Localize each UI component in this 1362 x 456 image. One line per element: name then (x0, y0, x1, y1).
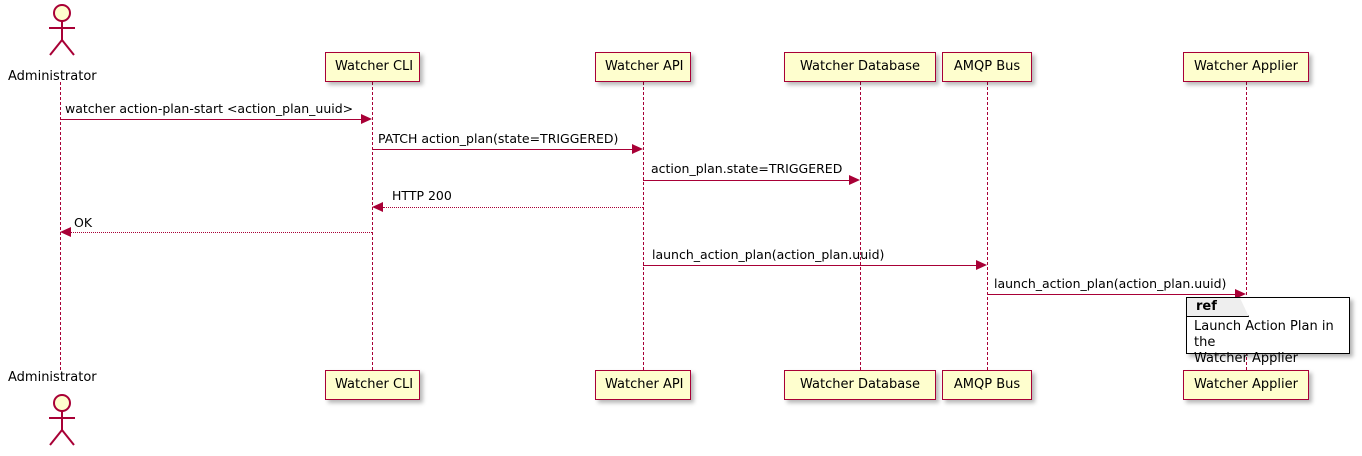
message-arrowhead-ok (60, 227, 71, 237)
participant-amqp-bus-top[interactable]: AMQP Bus (942, 52, 1032, 82)
actor-label-administrator-bottom: Administrator (8, 370, 97, 385)
message-arrowhead-launch-action-plan-applier (1235, 289, 1246, 299)
participant-watcher-database-bottom[interactable]: Watcher Database (784, 370, 936, 400)
message-arrowhead-action-plan-state-triggered (849, 175, 860, 185)
actor-stick-figure-icon (49, 4, 75, 56)
participant-watcher-applier-bottom[interactable]: Watcher Applier (1183, 370, 1309, 400)
message-arrowhead-http-200 (372, 202, 383, 212)
participant-watcher-database-top[interactable]: Watcher Database (784, 52, 936, 82)
lifeline-watcher-database (860, 82, 861, 370)
message-arrowhead-patch-action-plan (632, 144, 643, 154)
ref-fragment-launch-action-plan: ref Launch Action Plan in the Watcher Ap… (1186, 297, 1350, 366)
message-label-patch-action-plan: PATCH action_plan(state=TRIGGERED) (378, 131, 619, 146)
actor-administrator-top (40, 2, 80, 58)
lifeline-administrator (60, 82, 61, 370)
participant-watcher-cli-bottom[interactable]: Watcher CLI (325, 370, 420, 400)
lifeline-amqp-bus (987, 82, 988, 370)
message-line-action-plan-start (60, 119, 363, 120)
actor-label-administrator-top: Administrator (8, 69, 97, 84)
actor-stick-figure-icon (49, 394, 75, 446)
participant-watcher-applier-top[interactable]: Watcher Applier (1183, 52, 1309, 82)
message-line-http-200 (383, 207, 643, 208)
message-label-http-200: HTTP 200 (392, 188, 452, 203)
ref-fragment-tab-label: ref (1187, 298, 1249, 317)
lifeline-watcher-api (643, 82, 644, 370)
message-arrowhead-launch-action-plan-bus (976, 260, 987, 270)
message-label-launch-action-plan-applier: launch_action_plan(action_plan.uuid) (994, 276, 1227, 291)
message-line-patch-action-plan (372, 149, 634, 150)
message-label-ok: OK (74, 215, 93, 230)
participant-amqp-bus-bottom[interactable]: AMQP Bus (942, 370, 1032, 400)
message-label-action-plan-start: watcher action-plan-start <action_plan_u… (65, 101, 354, 116)
message-arrowhead-action-plan-start (361, 114, 372, 124)
message-line-ok (71, 232, 372, 233)
message-line-launch-action-plan-applier (987, 294, 1237, 295)
participant-watcher-cli-top[interactable]: Watcher CLI (325, 52, 420, 82)
actor-administrator-bottom (40, 392, 80, 448)
lifeline-watcher-applier (1246, 82, 1247, 370)
ref-fragment-text: Launch Action Plan in the Watcher Applie… (1194, 319, 1334, 366)
participant-watcher-api-bottom[interactable]: Watcher API (595, 370, 691, 400)
message-line-launch-action-plan-bus (643, 265, 978, 266)
participant-watcher-api-top[interactable]: Watcher API (595, 52, 691, 82)
message-label-action-plan-state-triggered: action_plan.state=TRIGGERED (651, 161, 843, 176)
message-line-action-plan-state-triggered (643, 180, 851, 181)
lifeline-watcher-cli (372, 82, 373, 370)
message-label-launch-action-plan-bus: launch_action_plan(action_plan.uuid) (652, 247, 885, 262)
